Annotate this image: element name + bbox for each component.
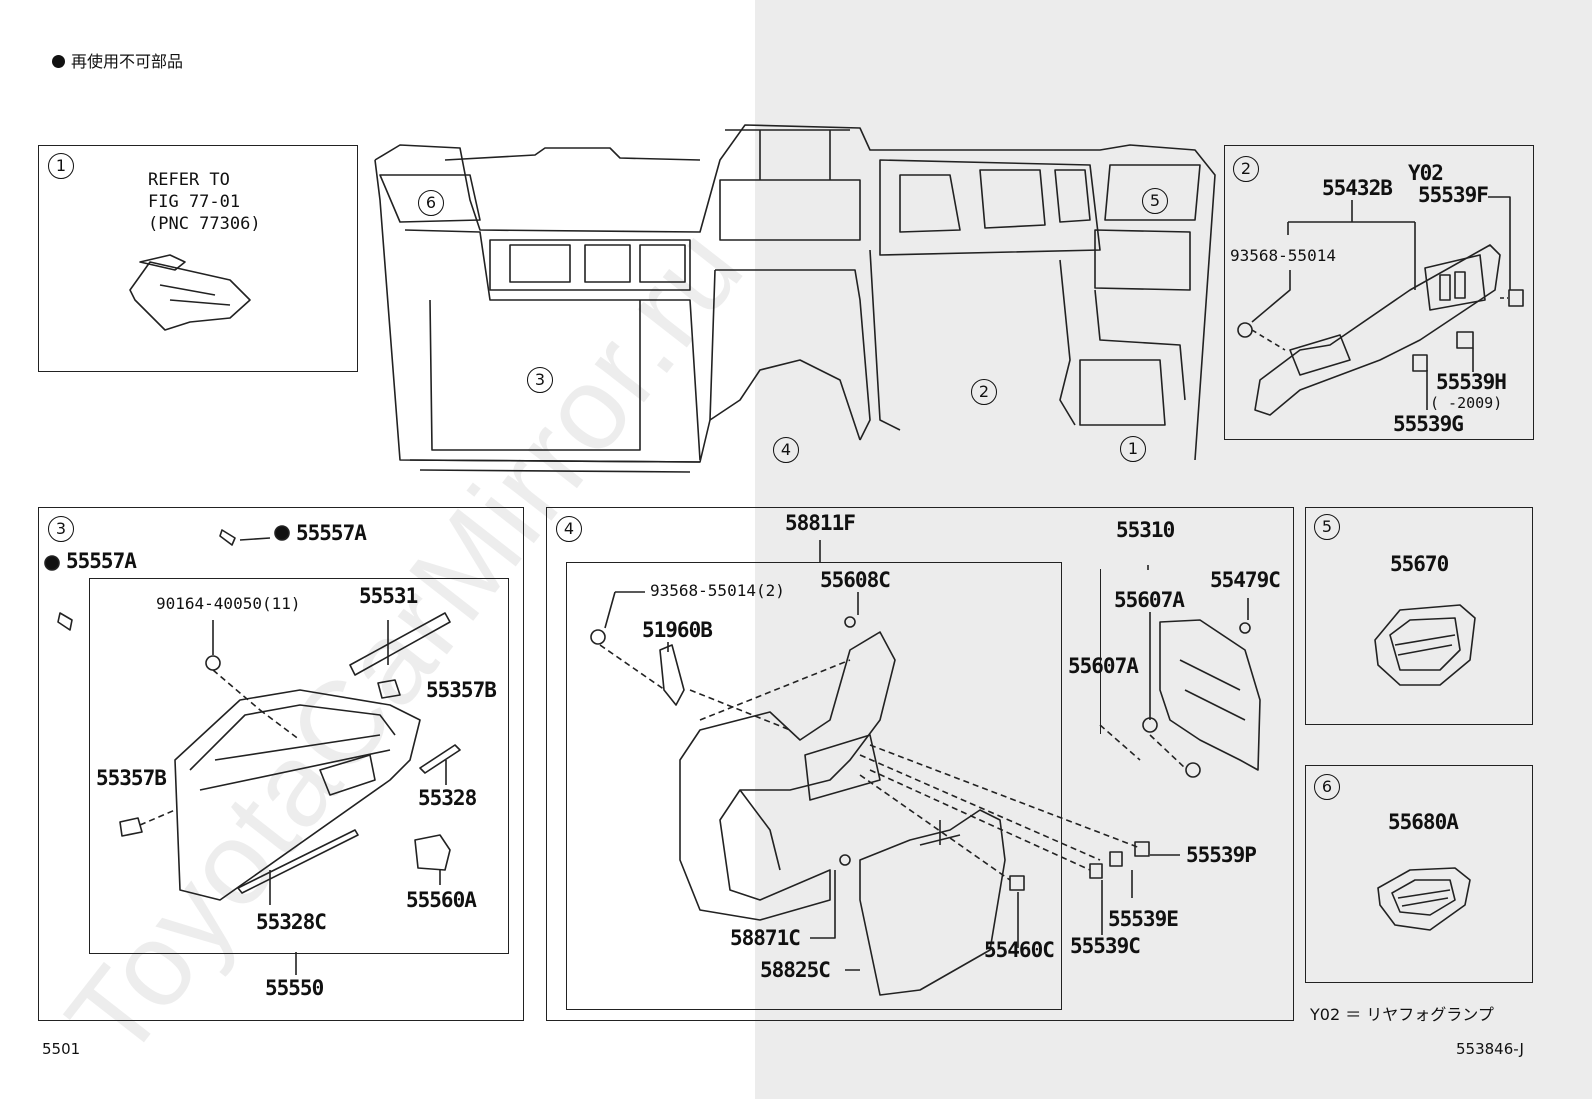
vent-6-outline: [379, 174, 481, 223]
panel-3-number: 3: [48, 516, 74, 542]
refer-to-text: REFER TO: [148, 170, 230, 190]
part-55608C: 55608C: [820, 568, 891, 592]
part-55607A-top: 55607A: [1114, 588, 1185, 612]
part-55539F: 55539F: [1418, 183, 1489, 207]
part-58825C: 58825C: [760, 958, 831, 982]
part-55539H: 55539H: [1436, 370, 1507, 394]
y02-note: Y02 ＝ リヤフォグランプ: [1310, 1005, 1494, 1024]
panel-6-number: 6: [1314, 774, 1340, 800]
part-55607A-left: 55607A: [1068, 654, 1139, 678]
panel-5: [1305, 507, 1533, 725]
callout-3: 3: [527, 367, 553, 393]
panel-3: [38, 507, 524, 1021]
part-55432B: 55432B: [1322, 176, 1393, 200]
panel-1-number: 1: [48, 153, 74, 179]
part-55328: 55328: [418, 786, 477, 810]
panel-4-parts: [590, 540, 1261, 996]
panel-4-bracket: [1100, 569, 1257, 734]
pnc-ref-text: (PNC 77306): [148, 214, 261, 234]
panel-2-number: 2: [1233, 156, 1259, 182]
part-55328C: 55328C: [256, 910, 327, 934]
callout-5: 5: [1142, 188, 1168, 214]
part-93568-55014: 93568-55014: [1230, 246, 1336, 265]
part-55539E: 55539E: [1108, 907, 1179, 931]
part-90164-40050: 90164-40050(11): [156, 594, 301, 613]
y02-label: Y02: [1408, 161, 1444, 185]
fig-ref-text: FIG 77-01: [148, 192, 241, 212]
panel-1: [38, 145, 358, 372]
part-55680A: 55680A: [1388, 810, 1459, 834]
part-55550: 55550: [265, 976, 324, 1000]
vent-5-outline: [1104, 164, 1201, 221]
part-51960B: 51960B: [642, 618, 713, 642]
instrument-panel-outline: [374, 124, 1216, 473]
legend-text: 再使用不可部品: [71, 52, 184, 71]
panel-4: [546, 507, 1294, 1021]
part-55557A-top: 55557A: [296, 521, 367, 545]
part-58811F: 58811F: [785, 511, 856, 535]
panel-2: [1224, 145, 1534, 440]
part-55539P: 55539P: [1186, 843, 1257, 867]
panel-3-inner: [89, 578, 509, 954]
panel-2-part: [1237, 196, 1524, 416]
panel-5-number: 5: [1314, 514, 1340, 540]
filled-dot-icon: [52, 55, 65, 68]
part-55479C: 55479C: [1210, 568, 1281, 592]
panel-4-inner: [566, 562, 1062, 1010]
panel-1-part: [129, 254, 251, 331]
part-93568-55014-2: 93568-55014(2): [650, 581, 785, 600]
part-55539C: 55539C: [1070, 934, 1141, 958]
panel-4-number: 4: [556, 516, 582, 542]
footer-left-code: 5501: [42, 1040, 81, 1058]
part-55531: 55531: [359, 584, 418, 608]
part-55357B-left: 55357B: [96, 766, 167, 790]
callout-6: 6: [418, 190, 444, 216]
part-58871C: 58871C: [730, 926, 801, 950]
legend-non-reusable: 再使用不可部品: [52, 48, 183, 72]
part-55670: 55670: [1390, 552, 1449, 576]
part-55539H-note: ( -2009): [1430, 394, 1503, 412]
right-shaded-background: [755, 0, 1592, 1099]
panel-6-vent: [1377, 867, 1471, 931]
callout-2: 2: [971, 379, 997, 405]
part-55310: 55310: [1116, 518, 1175, 542]
part-55460C: 55460C: [984, 938, 1055, 962]
panel-3-glovebox: [44, 525, 461, 975]
panel-5-vent: [1374, 604, 1476, 686]
callout-1: 1: [1120, 436, 1146, 462]
part-55560A: 55560A: [406, 888, 477, 912]
footer-right-code: 553846-J: [1456, 1040, 1524, 1058]
panel-6: [1305, 765, 1533, 983]
part-55557A-left: 55557A: [66, 549, 137, 573]
part-55357B-right: 55357B: [426, 678, 497, 702]
part-55539G: 55539G: [1393, 412, 1464, 436]
callout-4: 4: [773, 437, 799, 463]
